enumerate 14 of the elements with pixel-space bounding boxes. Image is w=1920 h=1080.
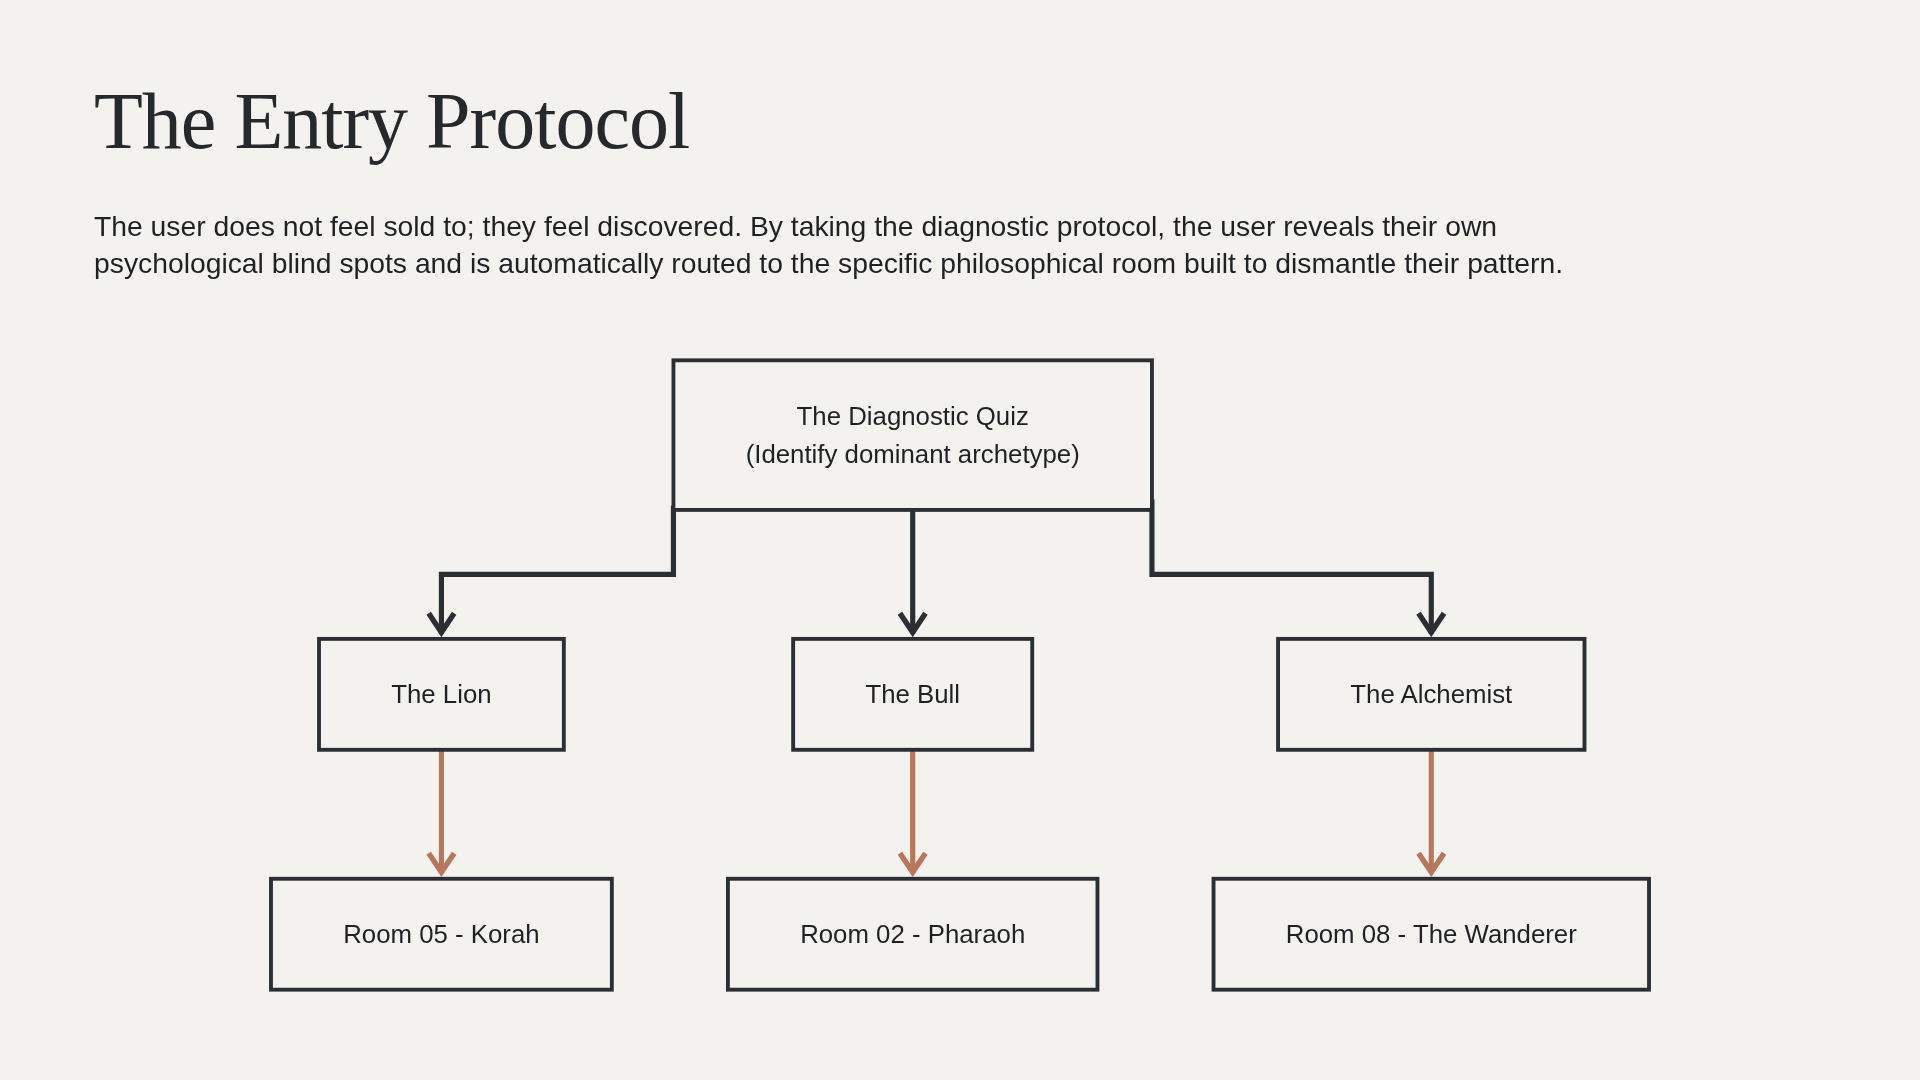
arrow: [897, 509, 929, 637]
node-box: The Diagnostic Quiz (Identify dominant archetype): [671, 358, 1154, 512]
node-box: The Lion: [317, 636, 566, 752]
arrow: [426, 749, 457, 877]
node-box: The Bull: [791, 636, 1035, 752]
node-box: Room 02 - Pharaoh: [726, 876, 1100, 992]
title: The Entry Protocol: [94, 76, 690, 167]
node-box: Room 05 - Korah: [269, 876, 614, 992]
arrow: [426, 505, 677, 637]
node-box: The Alchemist: [1276, 636, 1587, 752]
node-box: Room 08 - The Wanderer: [1211, 876, 1651, 992]
arrow: [1415, 749, 1447, 877]
description-text: The user does not feel sold to; they feel discovered. By taking the diagnostic protocol, the user reveals their own psychological blind spots and is automatically routed to the specific philosophical room built to dismantle their pattern.: [94, 209, 1565, 281]
arrow: [897, 749, 929, 877]
